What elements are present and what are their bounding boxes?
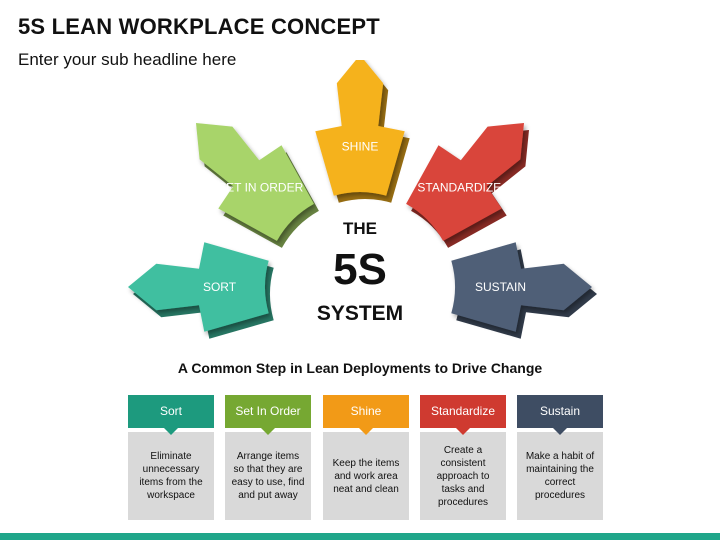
card-head-set-in-order: Set In Order — [225, 395, 311, 435]
segment-set-in-order — [196, 123, 314, 241]
tagline: A Common Step in Lean Deployments to Dri… — [177, 360, 543, 376]
center-system: SYSTEM — [317, 302, 403, 325]
segment-label-set-in-order: SET IN ORDER — [218, 181, 303, 195]
card-text-standardize: Create a consistent approach to tasks an… — [420, 432, 506, 520]
card-set-in-order: Set In Order Arrange items so that they … — [225, 395, 311, 520]
card-sort: Sort Eliminate unnecessary items from th… — [128, 395, 214, 520]
card-head-shine: Shine — [323, 395, 409, 435]
segment-group: SORT SET IN ORDER SHINE STANDARDIZE SUSTAIN — [128, 60, 597, 339]
center-the: THE — [343, 219, 377, 238]
card-head-standardize: Standardize — [420, 395, 506, 435]
segment-label-shine: SHINE — [342, 140, 379, 154]
bottom-accent-bar — [0, 533, 720, 540]
step-cards: Sort Eliminate unnecessary items from th… — [128, 395, 608, 525]
card-text-shine: Keep the items and work area neat and cl… — [323, 432, 409, 520]
card-text-sustain: Make a habit of maintaining the correct … — [517, 432, 603, 520]
segment-standardize — [406, 123, 524, 241]
card-shine: Shine Keep the items and work area neat … — [323, 395, 409, 520]
card-text-set-in-order: Arrange items so that they are easy to u… — [225, 432, 311, 520]
segment-label-sort: SORT — [203, 280, 237, 294]
card-head-sustain: Sustain — [517, 395, 603, 435]
card-text-sort: Eliminate unnecessary items from the wor… — [128, 432, 214, 520]
segment-sort — [128, 242, 269, 332]
segment-sustain — [451, 242, 592, 332]
card-sustain: Sustain Make a habit of maintaining the … — [517, 395, 603, 520]
card-standardize: Standardize Create a consistent approach… — [420, 395, 506, 520]
card-head-sort: Sort — [128, 395, 214, 435]
segment-shine — [315, 60, 405, 196]
segment-label-standardize: STANDARDIZE — [417, 181, 501, 195]
page-subtitle: Enter your sub headline here — [18, 50, 237, 69]
segment-label-sustain: SUSTAIN — [475, 280, 526, 294]
center-5s: 5S — [333, 245, 387, 294]
page-title: 5S LEAN WORKPLACE CONCEPT — [18, 14, 380, 39]
